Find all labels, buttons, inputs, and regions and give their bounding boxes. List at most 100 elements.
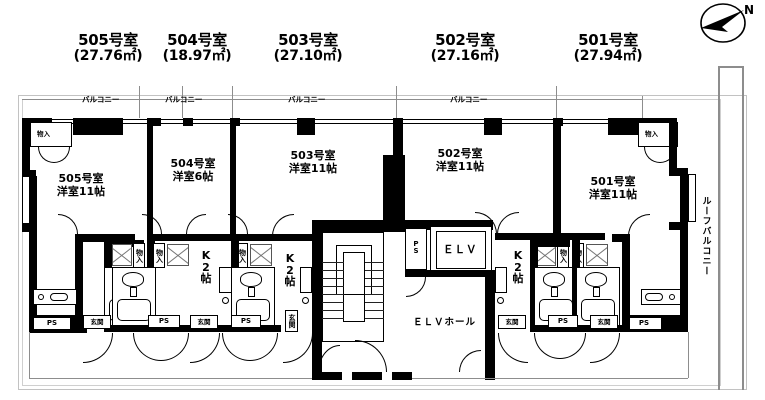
stove-burner-505 <box>38 294 44 300</box>
stove-burner-501 <box>669 294 675 300</box>
unit-title-503-area: (27.10㎡) <box>273 47 343 64</box>
ps-label-core: P S <box>406 234 426 262</box>
room-503-name: 503号室 <box>290 149 336 162</box>
closet-505-label: 物入 <box>37 130 50 138</box>
roof-balcony-edge-top <box>718 66 744 68</box>
wall-501-right-lower <box>680 222 688 330</box>
wall-504-corridor-top <box>147 234 237 241</box>
exterior-wall-top-501-jog <box>608 118 638 135</box>
kitchen-burner-503 <box>302 297 309 304</box>
wall-501-right-jog2 <box>669 222 688 230</box>
wall-503-corridor-top <box>232 234 312 241</box>
wall-502-corridor-top <box>495 233 605 240</box>
room-504-name: 504号室 <box>170 157 216 170</box>
kitchen-label-504: K 2 帖 <box>198 250 214 285</box>
window-502-a <box>403 119 484 124</box>
core-wall-top <box>312 220 405 232</box>
toilet-tank-503 <box>248 287 255 297</box>
staircase <box>322 232 384 342</box>
core-wall-vertical <box>383 155 405 227</box>
stair-tread <box>322 310 344 311</box>
sink-501 <box>645 293 663 301</box>
kitchen-burner-502 <box>497 297 504 304</box>
wall-501-right-jog <box>669 168 688 176</box>
wall-501-right-upper <box>669 118 677 174</box>
elv-wall-top <box>405 220 493 230</box>
unit-title-501-area: (27.94㎡) <box>573 47 643 64</box>
kitchen-sink-502 <box>495 267 507 293</box>
toilet-tank-504 <box>130 287 137 297</box>
elv-wall-bottom <box>405 270 493 277</box>
closet-label-504: 物入 <box>153 243 165 268</box>
stair-core-outline <box>343 252 365 322</box>
unit-title-501: 501号室 (27.94㎡) <box>562 32 654 64</box>
stair-tread <box>365 262 384 263</box>
wall-501-right-mid <box>680 174 688 224</box>
balcony-divider-6 <box>642 96 643 120</box>
unit-title-504: 504号室 (18.97㎡) <box>151 32 243 64</box>
balcony-divider-2 <box>182 86 183 118</box>
kitchen-label-503: K 2 帖 <box>282 253 298 288</box>
svg-text:N: N <box>744 3 754 17</box>
wall-504-left <box>147 118 153 238</box>
balcony-label-1: バルコニー <box>82 95 120 104</box>
entrance-label-501: 玄関 <box>590 315 618 329</box>
balcony-divider-4 <box>396 86 397 118</box>
corridor-edge-left <box>29 378 312 379</box>
unit-title-504-name: 504号室 <box>167 31 227 49</box>
kitchen-label-502: K 2 帖 <box>510 250 526 285</box>
elevator-shaft <box>430 226 492 274</box>
kitchen-504-2: 2 <box>202 260 210 274</box>
kitchen-504-jo: 帖 <box>200 272 212 286</box>
balcony-divider-3 <box>232 86 233 118</box>
stair-tread <box>365 310 384 311</box>
wall-501-corridor-top <box>612 234 630 242</box>
stair-tread <box>322 294 344 295</box>
core-wall-bottom-c <box>392 372 412 380</box>
balcony-divider-5 <box>556 86 557 118</box>
elevator-label: ＥＬＶ <box>443 244 478 256</box>
wall-504-bottom <box>112 325 232 332</box>
room-label-504: 504号室 洋室6帖 <box>158 157 228 183</box>
unit-title-501-name: 501号室 <box>578 31 638 49</box>
stair-tread <box>322 270 344 271</box>
toilet-502 <box>543 272 565 287</box>
stair-tread <box>322 318 344 319</box>
window-505-left <box>22 176 30 224</box>
kitchen-502-k: K <box>513 249 523 262</box>
closet-hatch-505 <box>112 244 132 266</box>
closet-505 <box>30 122 72 147</box>
ps-label-502: PS <box>548 315 578 328</box>
balcony-label-3: バルコニー <box>288 95 326 104</box>
wall-505-left-upper <box>22 118 30 170</box>
roof-balcony-edge-outer <box>742 66 744 390</box>
wall-501-left <box>553 118 561 238</box>
unit-title-505-area: (27.76㎡) <box>73 47 143 64</box>
stair-tread <box>365 294 384 295</box>
balcony-strip-top <box>22 99 642 100</box>
unit-title-502-area: (27.16㎡) <box>430 47 500 64</box>
stair-tread <box>365 278 384 279</box>
ps-core-p: P <box>413 240 419 248</box>
balcony-label-4: バルコニー <box>450 95 488 104</box>
toilet-503 <box>240 272 262 287</box>
window-503-a <box>240 119 297 124</box>
kitchen-burner-504 <box>222 297 229 304</box>
wall-502-left-top <box>393 118 403 158</box>
toilet-501 <box>585 272 607 287</box>
elevator-car <box>436 231 486 269</box>
corridor-edge-right <box>412 378 688 379</box>
room-502-size: 洋室11帖 <box>435 159 485 173</box>
entrance-label-503: 玄関 <box>285 310 298 332</box>
wall-505-right <box>75 234 83 329</box>
wall-503-left <box>230 118 236 238</box>
room-label-505: 505号室 洋室11帖 <box>46 172 116 198</box>
exterior-wall-top-503-jog <box>297 118 315 135</box>
stair-tread <box>365 270 384 271</box>
toilet-tank-502 <box>551 287 558 297</box>
window-501-right <box>688 174 696 222</box>
kitchen-502-2: 2 <box>514 260 522 274</box>
kitchen-504-k: K <box>201 249 211 262</box>
room-label-501: 501号室 洋室11帖 <box>578 175 648 201</box>
